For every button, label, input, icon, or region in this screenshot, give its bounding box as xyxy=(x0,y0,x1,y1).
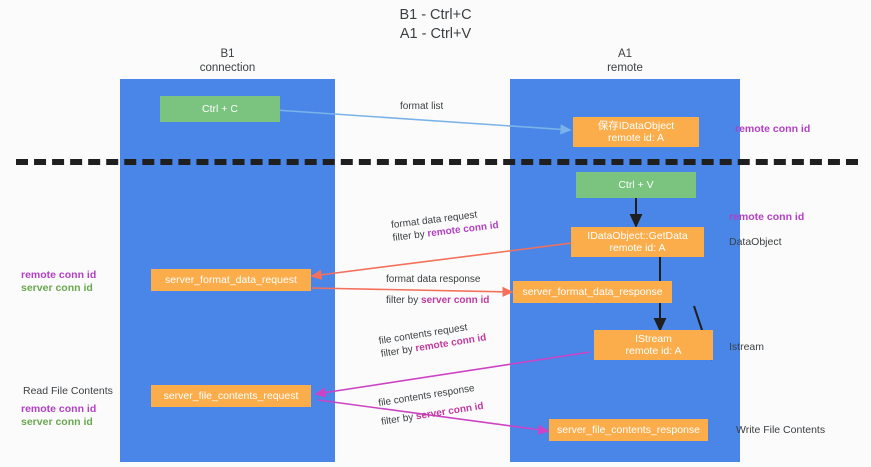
node-getdata[interactable]: IDataObject::GetData remote id: A xyxy=(571,227,704,257)
filter-key-server-conn-id-1: server conn id xyxy=(421,294,490,306)
filter-key-server-conn-id-2: server conn id xyxy=(415,400,485,422)
node-istream[interactable]: IStream remote id: A xyxy=(594,330,713,360)
node-idataobject[interactable]: 保存IDataObject remote id: A xyxy=(573,117,699,147)
edge-label-file-contents-request: file contents request filter by remote c… xyxy=(378,319,487,360)
edge-label-format-data-response: format data response filter by server co… xyxy=(386,274,489,307)
diagram-title: B1 - Ctrl+C A1 - Ctrl+V xyxy=(399,7,472,42)
right-label-remote-conn-id-top: remote conn id xyxy=(735,123,810,136)
right-label-remote-conn-id-top-text: remote conn id xyxy=(735,123,811,135)
right-label-dataobject-text: DataObject xyxy=(729,236,782,248)
node-ctrl-v[interactable]: Ctrl + V xyxy=(576,172,696,198)
left-label-remote-conn-id-1: remote conn id xyxy=(21,269,97,281)
left-label-conn-ids-2: remote conn id server conn id xyxy=(21,403,96,429)
right-label-remote-conn-id-mid: remote conn id xyxy=(729,211,804,224)
node-server-format-data-request[interactable]: server_format_data_request xyxy=(151,269,311,291)
left-label-read-file-contents: Read File Contents xyxy=(23,385,113,398)
node-server-format-data-response[interactable]: server_format_data_response xyxy=(513,281,672,303)
left-label-server-conn-id-1: server conn id xyxy=(21,282,93,294)
filter-by-prefix-4: filter by xyxy=(380,410,417,428)
right-label-dataobject: DataObject xyxy=(729,236,782,249)
edge-label-file-contents-response: file contents response filter by server … xyxy=(378,382,485,429)
left-label-remote-conn-id-2: remote conn id xyxy=(21,403,97,415)
node-ctrl-c[interactable]: Ctrl + C xyxy=(160,96,280,122)
node-server-file-contents-response[interactable]: server_file_contents_response xyxy=(549,419,708,441)
left-label-server-conn-id-2: server conn id xyxy=(21,416,93,428)
edge-label-format-data-request: format data request filter by remote con… xyxy=(390,207,499,245)
edge-label-format-data-response-line1: format data response xyxy=(386,274,481,285)
node-server-file-contents-request[interactable]: server_file_contents_request xyxy=(151,385,311,407)
edge-label-format-list-line1: format list xyxy=(400,101,444,112)
lane-header-a1: A1 remote xyxy=(607,48,643,74)
lane-header-b1: B1 connection xyxy=(199,48,256,74)
left-label-conn-ids-1: remote conn id server conn id xyxy=(21,269,96,295)
edge-label-format-list: format list xyxy=(400,101,443,114)
right-label-istream-text: Istream xyxy=(729,341,765,353)
right-label-write-file-contents-text: Write File Contents xyxy=(736,424,826,436)
right-label-istream: Istream xyxy=(729,341,764,354)
edge-label-format-data-response-line2: filter by server conn id xyxy=(386,295,489,308)
filter-by-prefix-2: filter by xyxy=(386,294,422,306)
section-divider xyxy=(16,159,858,165)
left-label-read-file-contents-text: Read File Contents xyxy=(23,385,113,397)
right-label-write-file-contents: Write File Contents xyxy=(736,424,825,437)
right-label-remote-conn-id-mid-text: remote conn id xyxy=(729,211,805,223)
